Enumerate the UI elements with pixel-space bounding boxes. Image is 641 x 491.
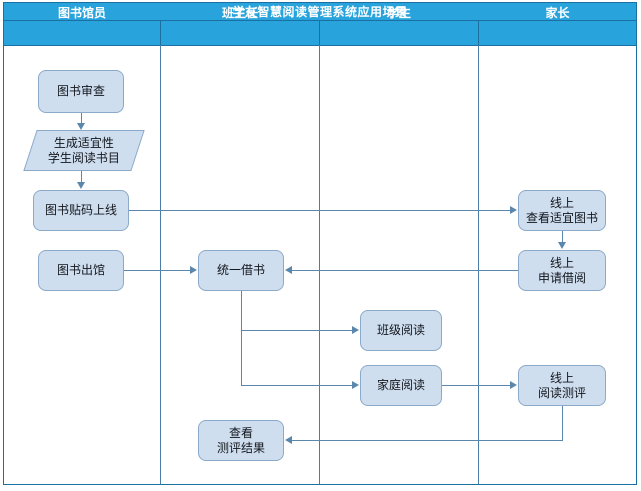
arrowhead-apply-to-unified-borrow <box>285 266 292 274</box>
node-book-tag-online[interactable]: 图书贴码上线 <box>33 190 129 231</box>
edge-online-view-to-apply <box>562 231 563 242</box>
node-book-review[interactable]: 图书审查 <box>38 70 124 113</box>
node-book-checkout[interactable]: 图书出馆 <box>38 250 124 291</box>
node-online-assessment[interactable]: 线上 阅读测评 <box>518 365 606 406</box>
node-generate-booklist[interactable]: 生成适宜性 学生阅读书目 <box>23 130 145 171</box>
diagram-title: 学友智慧阅读管理系统应用场景 <box>4 3 636 20</box>
node-view-assessment[interactable]: 查看 测评结果 <box>198 420 284 461</box>
header-bottom-rule <box>4 45 636 46</box>
arrowhead-online-assessment-to-view-assessment <box>285 436 292 444</box>
node-online-view-books[interactable]: 线上 查看适宜图书 <box>518 190 606 231</box>
edge-review-to-booklist <box>81 113 82 124</box>
node-unified-borrow[interactable]: 统一借书 <box>198 250 284 291</box>
arrowhead-review-to-booklist <box>77 123 85 130</box>
edge-unified-borrow-to-family-reading <box>241 385 353 386</box>
lane-divider-3 <box>478 45 479 484</box>
node-generate-booklist-label: 生成适宜性 学生阅读书目 <box>47 135 120 165</box>
lane-header-parent: 家长 <box>545 5 570 20</box>
edge-apply-to-unified-borrow <box>292 270 518 271</box>
arrowhead-unified-borrow-to-class-reading <box>352 326 359 334</box>
lane-header-divider-2 <box>319 21 320 45</box>
edge-family-reading-to-online-assessment <box>442 385 511 386</box>
lane-divider-2 <box>319 45 320 484</box>
edge-unified-borrow-stem <box>241 291 242 386</box>
edge-tag-to-online-view <box>129 210 511 211</box>
lane-header-librarian: 图书馆员 <box>57 5 106 20</box>
edge-unified-borrow-to-class-reading <box>241 330 353 331</box>
edge-online-assessment-stem <box>562 406 563 441</box>
arrowhead-unified-borrow-to-family-reading <box>352 381 359 389</box>
lane-divider-1 <box>160 45 161 484</box>
arrowhead-family-reading-to-online-assessment <box>510 381 517 389</box>
arrowhead-tag-to-online-view <box>510 206 517 214</box>
diagram-frame <box>3 2 637 485</box>
node-family-reading[interactable]: 家庭阅读 <box>360 365 442 406</box>
arrowhead-online-view-to-apply <box>558 242 566 249</box>
lane-header-student: 学生 <box>386 5 411 20</box>
node-online-apply-borrow[interactable]: 线上 申请借阅 <box>518 250 606 291</box>
node-class-reading[interactable]: 班级阅读 <box>360 310 442 351</box>
edge-booklist-to-tag <box>81 171 82 182</box>
lane-header-divider-3 <box>478 21 479 45</box>
arrowhead-checkout-to-unified-borrow <box>190 266 197 274</box>
edge-online-assessment-to-view-assessment <box>292 440 563 441</box>
arrowhead-booklist-to-tag <box>77 182 85 189</box>
lane-header-row <box>4 21 636 45</box>
edge-checkout-to-unified-borrow <box>124 270 191 271</box>
title-bottom-rule <box>4 20 636 21</box>
lane-header-divider-1 <box>160 21 161 45</box>
lane-header-teacher: 班主任 <box>221 5 258 20</box>
